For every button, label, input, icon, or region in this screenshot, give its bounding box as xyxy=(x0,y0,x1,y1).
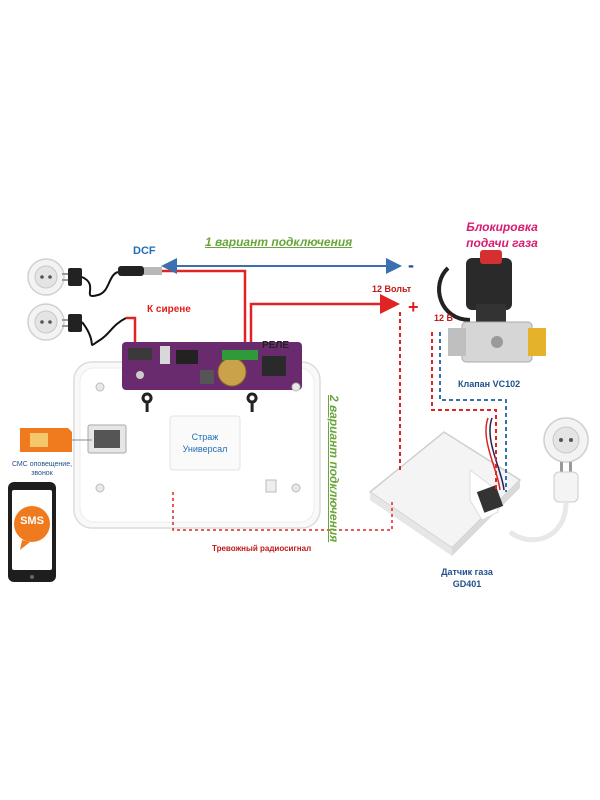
siren-label: К сирене xyxy=(147,304,191,315)
power-socket-icon xyxy=(543,417,589,463)
power-socket-icon xyxy=(27,258,65,296)
blocking-line1: Блокировка xyxy=(466,220,538,234)
volt12-label: 12 Вольт xyxy=(372,284,412,294)
sms-line1: СМС оповещение, xyxy=(11,461,73,468)
variant1-label: 1 вариант подключения xyxy=(205,235,353,249)
detector-label: Датчик газа GD401 xyxy=(432,566,502,590)
blocking-line2: подачи газа xyxy=(466,235,538,250)
control-panel-icon xyxy=(73,342,321,529)
alarm-signal-line xyxy=(172,492,393,531)
variant2-label: 2 вариант подключения xyxy=(327,395,341,543)
dcf-label: DCF xyxy=(133,245,156,257)
sim-card-icon xyxy=(20,428,92,452)
v12-short-label: 12 В xyxy=(434,313,454,323)
panel-line1: Страж xyxy=(191,432,219,442)
detector-wires xyxy=(399,312,507,492)
detector-line2: GD401 xyxy=(452,579,482,590)
minus-label: - xyxy=(408,255,414,275)
smartphone-icon xyxy=(8,482,56,582)
gas-valve-icon xyxy=(437,250,546,363)
power-adapter-icon xyxy=(62,314,127,346)
sms-notification-label: СМС оповещение, звонок xyxy=(4,460,80,478)
power-plug xyxy=(508,462,579,543)
panel-line2: Универсал xyxy=(182,443,228,454)
sms-screen-text: SMS xyxy=(20,515,44,527)
power-socket-icon xyxy=(27,303,65,341)
gas-detector-icon xyxy=(368,417,522,556)
relay-label: РЕЛЕ xyxy=(262,340,290,351)
panel-name-label: Страж Универсал xyxy=(168,432,242,455)
detector-line1: Датчик газа xyxy=(441,567,493,577)
sms-line2: звонок xyxy=(31,470,53,478)
blocking-label: Блокировка подачи газа xyxy=(447,220,557,251)
alarm-signal-label: Тревожный радиосигнал xyxy=(212,544,312,553)
valve-label: Клапан VC102 xyxy=(458,379,521,389)
power-adapter-icon xyxy=(62,266,162,297)
plus-label: + xyxy=(408,297,419,317)
